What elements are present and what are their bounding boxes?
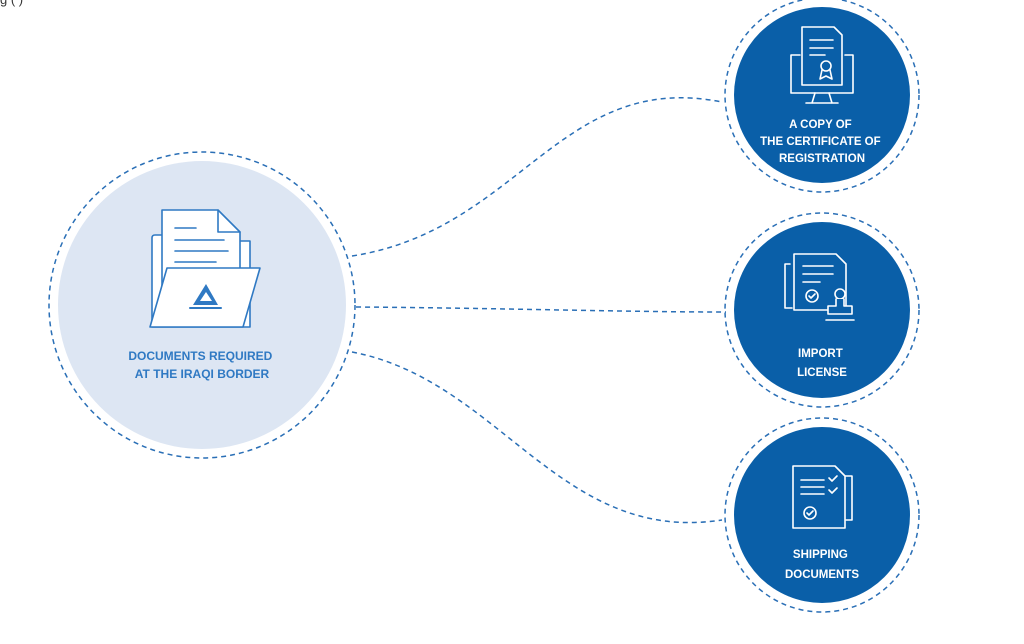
- node-certificate: A COPY OF THE CERTIFICATE OF REGISTRATIO…: [724, 0, 920, 193]
- checklist-documents-icon: [792, 465, 853, 529]
- node-outer-ring: [724, 0, 920, 193]
- central-node-label-line: AT THE IRAQI BORDER: [135, 367, 270, 381]
- node-label-line: REGISTRATION: [779, 153, 865, 165]
- central-node-label-line: DOCUMENTS REQUIRED: [128, 349, 272, 363]
- computer-certificate-icon: [790, 26, 854, 104]
- node-label-line: DOCUMENTS: [785, 569, 859, 581]
- node-label-line: A COPY OF: [789, 119, 852, 131]
- node-certificate-label: A COPY OF THE CERTIFICATE OF REGISTRATIO…: [760, 119, 884, 165]
- triangle-logo-icon: [193, 284, 218, 305]
- node-label-line: LICENSE: [797, 367, 847, 379]
- node-label-line: SHIPPING: [793, 549, 848, 561]
- node-label-line: IMPORT: [798, 348, 843, 360]
- node-import-license-label: IMPORT LICENSE: [797, 348, 847, 379]
- node-fill: [734, 7, 910, 183]
- node-import-license: IMPORT LICENSE: [724, 212, 920, 408]
- node-outer-ring: [724, 212, 920, 408]
- connector-shipping: [351, 351, 723, 524]
- connector-import-license: [355, 306, 727, 313]
- node-label-line: THE CERTIFICATE OF: [760, 136, 881, 148]
- connector-certificate: [351, 97, 723, 257]
- document-stamp-icon: [784, 253, 855, 321]
- folder-documents-icon: [149, 209, 261, 328]
- central-node-label: DOCUMENTS REQUIRED AT THE IRAQI BORDER: [128, 349, 275, 381]
- central-node-outer-ring: [48, 151, 356, 459]
- node-shipping: SHIPPING DOCUMENTS: [724, 417, 920, 613]
- header-text-fragment: g ( ): [0, 0, 23, 10]
- node-outer-ring: [724, 417, 920, 613]
- connectors: [351, 97, 727, 524]
- central-node: DOCUMENTS REQUIRED AT THE IRAQI BORDER: [48, 151, 356, 459]
- node-shipping-label: SHIPPING DOCUMENTS: [785, 549, 859, 581]
